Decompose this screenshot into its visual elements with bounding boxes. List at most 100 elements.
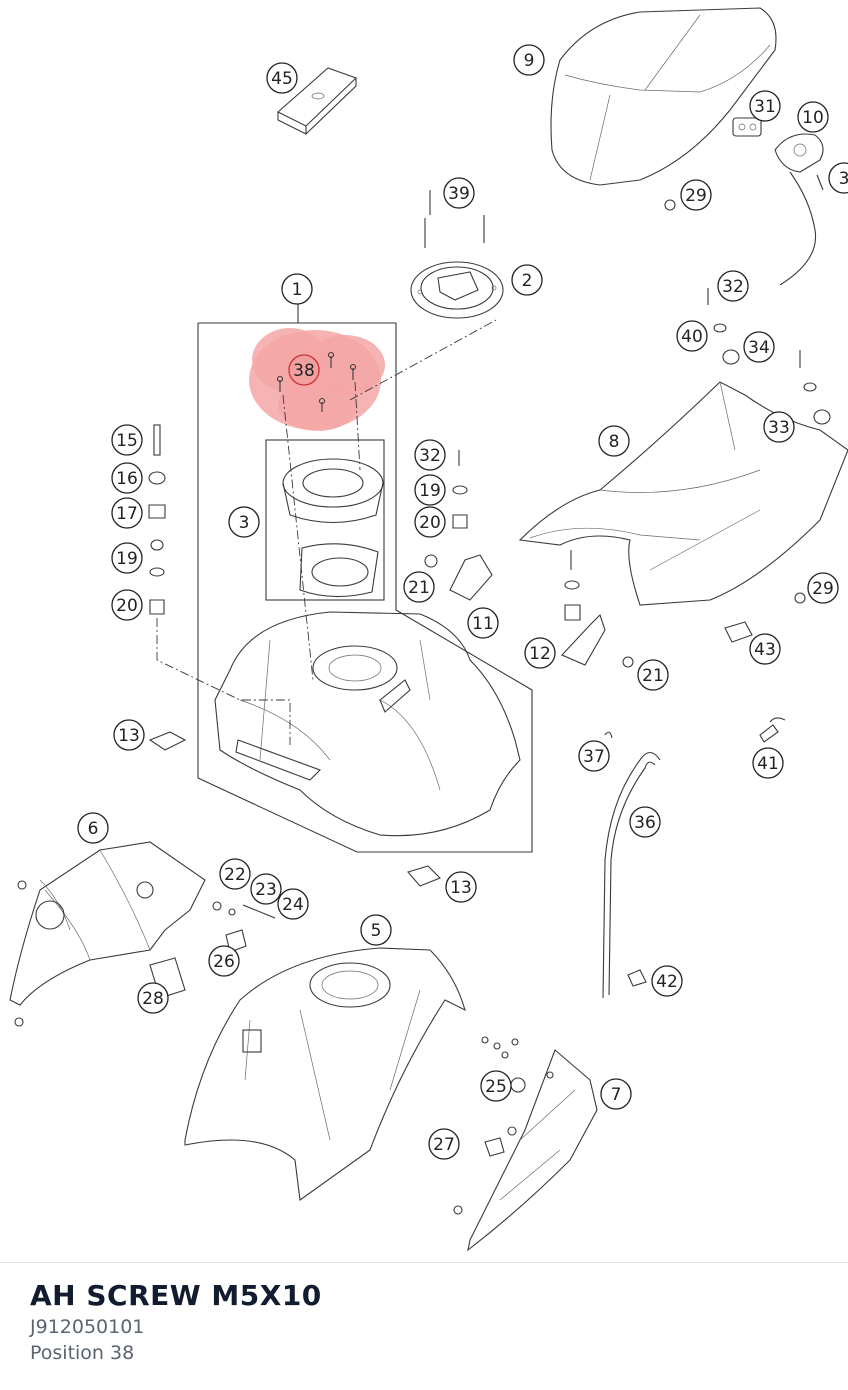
- callout-15[interactable]: 15: [111, 424, 143, 456]
- callout-29[interactable]: 29: [807, 572, 839, 604]
- callout-circle: [467, 607, 499, 639]
- callout-circle: [749, 90, 781, 122]
- callout-39[interactable]: 39: [443, 177, 475, 209]
- callout-circle: [763, 411, 795, 443]
- callout-20[interactable]: 20: [414, 506, 446, 538]
- right-side-panel: [453, 1036, 598, 1252]
- callout-29[interactable]: 29: [680, 179, 712, 211]
- callout-label: 13: [118, 726, 140, 746]
- callout-38[interactable]: 38: [288, 354, 320, 386]
- callout-label: 39: [448, 184, 470, 204]
- callout-19[interactable]: 19: [111, 542, 143, 574]
- part-info-panel: AH SCREW M5X10 J912050101 Position 38: [30, 1278, 810, 1366]
- callout-13[interactable]: 13: [445, 871, 477, 903]
- item-10-lock: [774, 133, 824, 286]
- callout-circle: [414, 506, 446, 538]
- item-41-clip: [759, 717, 786, 743]
- callout-21[interactable]: 21: [637, 659, 669, 691]
- callout-27[interactable]: 27: [428, 1128, 460, 1160]
- passenger-seat: [550, 7, 777, 186]
- item-13-pads: [148, 731, 441, 887]
- callout-circle: [428, 1128, 460, 1160]
- callout-8[interactable]: 8: [598, 425, 630, 457]
- callout-25[interactable]: 25: [480, 1070, 512, 1102]
- callout-36[interactable]: 36: [629, 806, 661, 838]
- callout-label: 29: [812, 579, 834, 599]
- callout-circle: [414, 474, 446, 506]
- callout-circle: [266, 62, 298, 94]
- left-side-panel: [9, 841, 206, 1027]
- callout-10[interactable]: 10: [797, 101, 829, 133]
- callout-7[interactable]: 7: [600, 1078, 632, 1110]
- callout-label: 21: [642, 666, 664, 686]
- callout-label: 16: [116, 469, 138, 489]
- callout-label: 1: [292, 280, 303, 300]
- callout-16[interactable]: 16: [111, 462, 143, 494]
- callout-label: 25: [485, 1077, 507, 1097]
- callout-24[interactable]: 24: [277, 888, 309, 920]
- callout-circle: [113, 719, 145, 751]
- callout-43[interactable]: 43: [749, 633, 781, 665]
- rider-seat: [518, 381, 848, 606]
- callout-23[interactable]: 23: [250, 873, 282, 905]
- callout-circle: [111, 424, 143, 456]
- callout-22[interactable]: 22: [219, 858, 251, 890]
- callout-9[interactable]: 9: [513, 44, 545, 76]
- callout-41[interactable]: 41: [752, 747, 784, 779]
- callout-21[interactable]: 21: [403, 571, 435, 603]
- callout-circle: [137, 982, 169, 1014]
- callout-31[interactable]: 31: [749, 90, 781, 122]
- callout-37[interactable]: 37: [578, 740, 610, 772]
- callout-circle: [717, 270, 749, 302]
- callout-circle: [600, 1078, 632, 1110]
- callout-label: 42: [656, 972, 678, 992]
- callout-circle: [524, 637, 556, 669]
- callout-13[interactable]: 13: [113, 719, 145, 751]
- callout-label: 41: [757, 754, 779, 774]
- callout-28[interactable]: 28: [137, 982, 169, 1014]
- callout-label: 9: [524, 51, 535, 71]
- callout-20[interactable]: 20: [111, 589, 143, 621]
- callout-32[interactable]: 32: [717, 270, 749, 302]
- callout-label: 5: [371, 921, 382, 941]
- part-title: AH SCREW M5X10: [30, 1279, 322, 1312]
- callout-circle: [111, 497, 143, 529]
- callout-2[interactable]: 2: [511, 264, 543, 296]
- item-32-40-34-parts: [664, 199, 831, 604]
- callout-circle: [637, 659, 669, 691]
- assembly-frame-1: [197, 302, 533, 853]
- callout-label: 29: [685, 186, 707, 206]
- callout-circle: [228, 506, 260, 538]
- callout-17[interactable]: 17: [111, 497, 143, 529]
- callout-45[interactable]: 45: [266, 62, 298, 94]
- callout-5[interactable]: 5: [360, 914, 392, 946]
- item-42-clip: [627, 969, 647, 987]
- divider: [0, 1262, 848, 1263]
- callout-3[interactable]: 3: [828, 162, 848, 194]
- callout-circle: [651, 965, 683, 997]
- callout-circle: [749, 633, 781, 665]
- callout-label: 20: [116, 596, 138, 616]
- item-31-switch: [732, 117, 762, 137]
- callout-40[interactable]: 40: [676, 320, 708, 352]
- callout-label: 23: [255, 880, 277, 900]
- item-15-20-stack: [148, 424, 166, 615]
- callout-circle: [680, 179, 712, 211]
- callout-circle: [578, 740, 610, 772]
- callout-circle: [743, 331, 775, 363]
- item-38-screws: [276, 351, 357, 412]
- callout-34[interactable]: 34: [743, 331, 775, 363]
- callout-42[interactable]: 42: [651, 965, 683, 997]
- callout-label: 21: [408, 578, 430, 598]
- fuel-pump-flange: [282, 458, 384, 598]
- callout-1[interactable]: 1: [281, 273, 313, 305]
- callout-33[interactable]: 33: [763, 411, 795, 443]
- callout-26[interactable]: 26: [208, 945, 240, 977]
- callout-32[interactable]: 32: [414, 439, 446, 471]
- fuel-tank: [214, 611, 521, 837]
- callout-12[interactable]: 12: [524, 637, 556, 669]
- callout-19[interactable]: 19: [414, 474, 446, 506]
- callout-6[interactable]: 6: [77, 812, 109, 844]
- callout-11[interactable]: 11: [467, 607, 499, 639]
- callout-3[interactable]: 3: [228, 506, 260, 538]
